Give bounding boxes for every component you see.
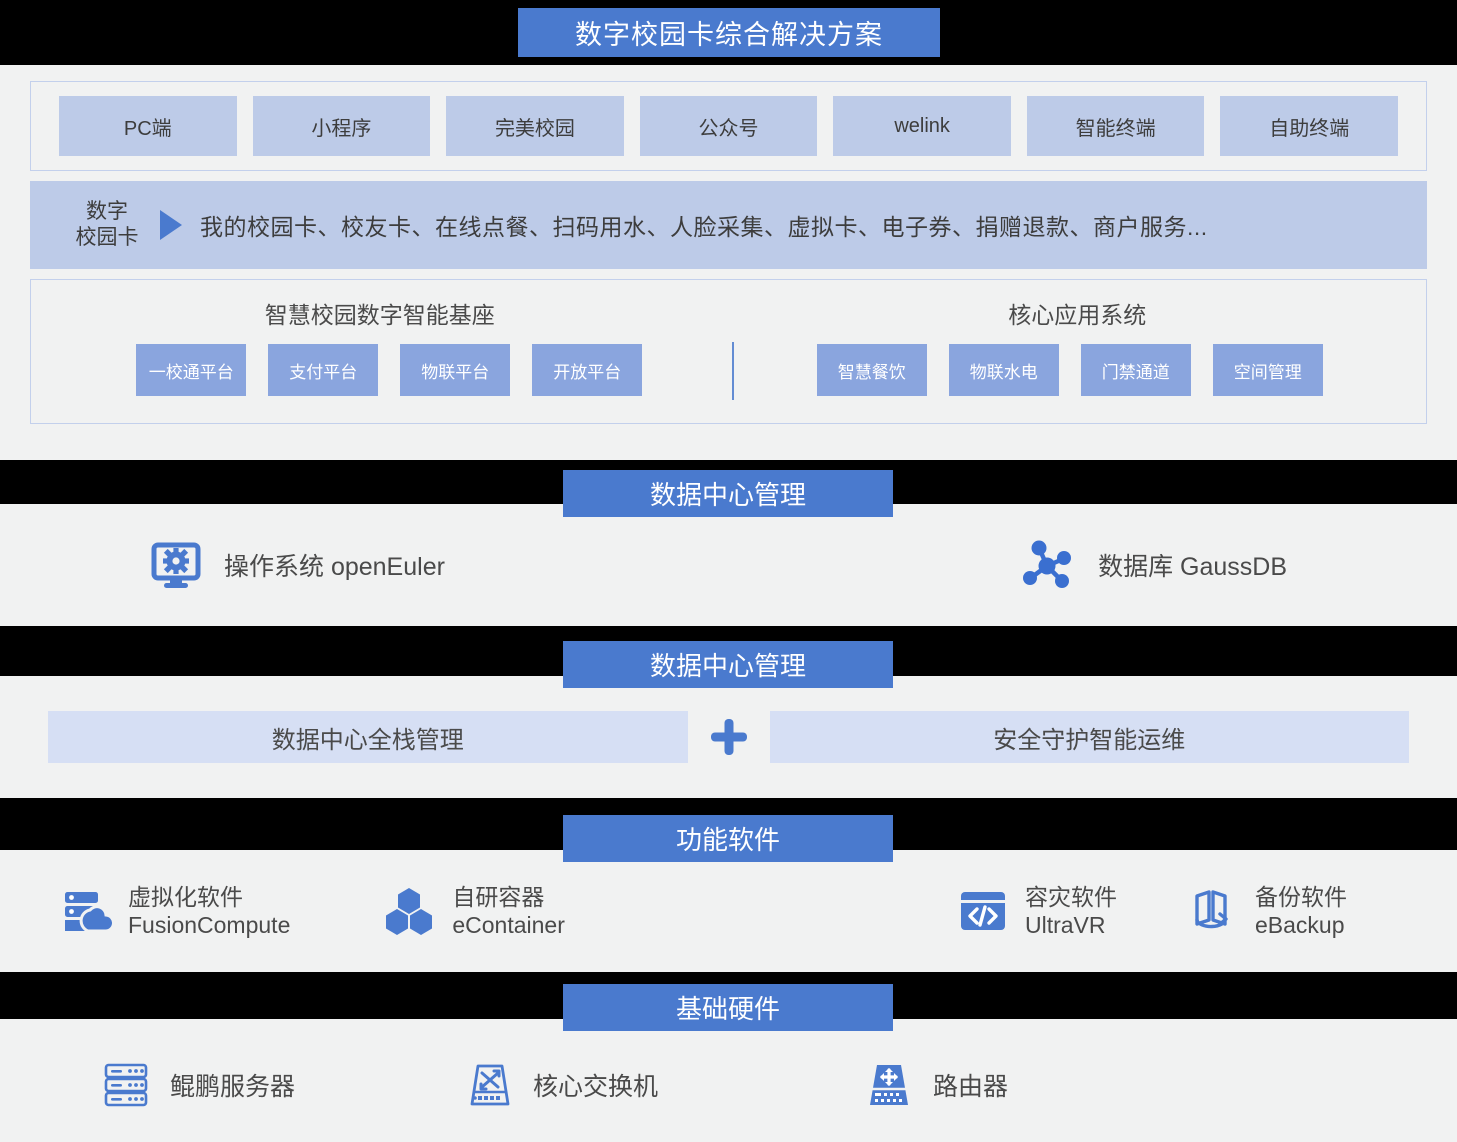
platform-chips-right: 智慧餐饮 物联水电 门禁通道 空间管理 [730,344,1427,396]
function-item-ebackup: 备份软件 eBackup [1185,883,1347,939]
function-item-ultravr: 容灾软件 UltraVR [957,883,1117,939]
mgmt-box-fullstack[interactable]: 数据中心全栈管理 [48,711,688,763]
platform-panel: 智慧校园数字智能基座 核心应用系统 一校通平台 支付平台 物联平台 开放平台 智… [30,279,1427,424]
function-label-line1: 虚拟化软件 [128,883,243,910]
app-chip-iot-utilities[interactable]: 物联水电 [948,344,1059,396]
hardware-item-switch: 核心交换机 [465,1059,658,1111]
plus-icon [688,714,770,760]
app-chip-smart-dining[interactable]: 智慧餐饮 [816,344,927,396]
channel-chip-smart-terminal[interactable]: 智能终端 [1026,96,1205,156]
digital-campus-card-band: 数字 校园卡 我的校园卡、校友卡、在线点餐、扫码用水、人脸采集、虚拟卡、电子券、… [30,181,1427,269]
switch-icon [465,1059,515,1111]
os-item: 操作系统 openEuler [148,537,445,593]
hexagons-icon [382,884,436,938]
hardware-label: 核心交换机 [533,1072,659,1101]
function-label: 备份软件 eBackup [1255,883,1347,939]
card-band-label-line1: 数字 [86,199,128,223]
hardware-section: 鲲鹏服务器 核心交换机 [0,1019,1457,1142]
function-label-line1: 容灾软件 [1025,883,1117,910]
function-label-line2: UltraVR [1025,912,1106,938]
channel-chip-pc[interactable]: PC端 [59,96,237,156]
database-nodes-icon [1018,537,1078,593]
monitor-gear-icon [148,537,204,593]
hardware-item-router: 路由器 [863,1059,1008,1111]
section-header-function-software: 功能软件 [563,815,893,862]
page-title: 数字校园卡综合解决方案 [518,8,940,57]
function-label-line1: 自研容器 [452,883,545,910]
platform-heading-left: 智慧校园数字智能基座 [264,302,495,328]
function-item-fusioncompute: 虚拟化软件 FusionCompute [58,883,290,939]
function-label-line2: eContainer [452,912,565,938]
section-header-data-center-management-2: 数据中心管理 [563,641,893,688]
function-label: 虚拟化软件 FusionCompute [128,883,290,939]
channel-chip-perfect-campus[interactable]: 完美校园 [446,96,624,156]
database-label: 数据库 GaussDB [1098,553,1287,581]
app-chip-access-control[interactable]: 门禁通道 [1080,344,1191,396]
channel-chip-self-service-terminal[interactable]: 自助终端 [1220,96,1399,156]
hardware-label: 路由器 [933,1072,1009,1101]
channel-chip-welink[interactable]: welink [833,96,1011,156]
function-item-econtainer: 自研容器 eContainer [382,883,565,939]
function-label-line1: 备份软件 [1255,883,1347,910]
platform-headings: 智慧校园数字智能基座 核心应用系统 [31,280,1426,330]
platform-chip-yixiaotong[interactable]: 一校通平台 [136,344,247,396]
function-label: 容灾软件 UltraVR [1025,883,1117,939]
data-center-management-section: 数据中心全栈管理 安全守护智能运维 [0,676,1457,798]
channel-panel: PC端 小程序 完美校园 公众号 welink 智能终端 自助终端 [30,81,1427,171]
triangle-right-icon [160,210,182,240]
code-window-icon [957,885,1009,937]
mgmt-box-security-ops[interactable]: 安全守护智能运维 [769,711,1409,763]
card-band-features: 我的校园卡、校友卡、在线点餐、扫码用水、人脸采集、虚拟卡、电子券、捐赠退款、商户… [200,214,1208,240]
platform-chips-left: 一校通平台 支付平台 物联平台 开放平台 [31,344,730,396]
platform-chip-payment[interactable]: 支付平台 [268,344,379,396]
router-icon [863,1059,915,1111]
function-label-line2: FusionCompute [128,912,291,938]
application-layer-section: PC端 小程序 完美校园 公众号 welink 智能终端 自助终端 数字 校园卡… [0,65,1457,460]
section-header-basic-hardware: 基础硬件 [563,984,893,1031]
platform-heading-right: 核心应用系统 [1008,302,1147,328]
card-band-label-line2: 校园卡 [75,226,139,249]
os-label: 操作系统 openEuler [224,553,445,581]
function-label: 自研容器 eContainer [452,883,565,939]
server-cloud-icon [58,884,112,938]
hardware-item-server: 鲲鹏服务器 [100,1059,295,1111]
section-header-data-center-management-1: 数据中心管理 [563,470,893,517]
platform-divider [732,342,734,400]
hardware-label: 鲲鹏服务器 [170,1072,296,1101]
channel-chip-miniprogram[interactable]: 小程序 [252,96,431,156]
os-database-section: 操作系统 openEuler [0,504,1457,626]
platform-chip-rows: 一校通平台 支付平台 物联平台 开放平台 智慧餐饮 物联水电 门禁通道 空间管理 [31,342,1427,400]
card-band-label: 数字 校园卡 [68,199,146,252]
database-item: 数据库 GaussDB [1018,537,1287,593]
app-chip-space-management[interactable]: 空间管理 [1212,344,1323,396]
channel-chip-official-account[interactable]: 公众号 [639,96,818,156]
server-rack-icon [100,1059,152,1111]
platform-chip-iot[interactable]: 物联平台 [400,344,511,396]
function-label-line2: eBackup [1255,912,1345,938]
backup-panels-icon [1185,884,1239,938]
function-software-section: 虚拟化软件 FusionCompute 自研容器 e [0,850,1457,972]
platform-chip-open[interactable]: 开放平台 [532,344,643,396]
